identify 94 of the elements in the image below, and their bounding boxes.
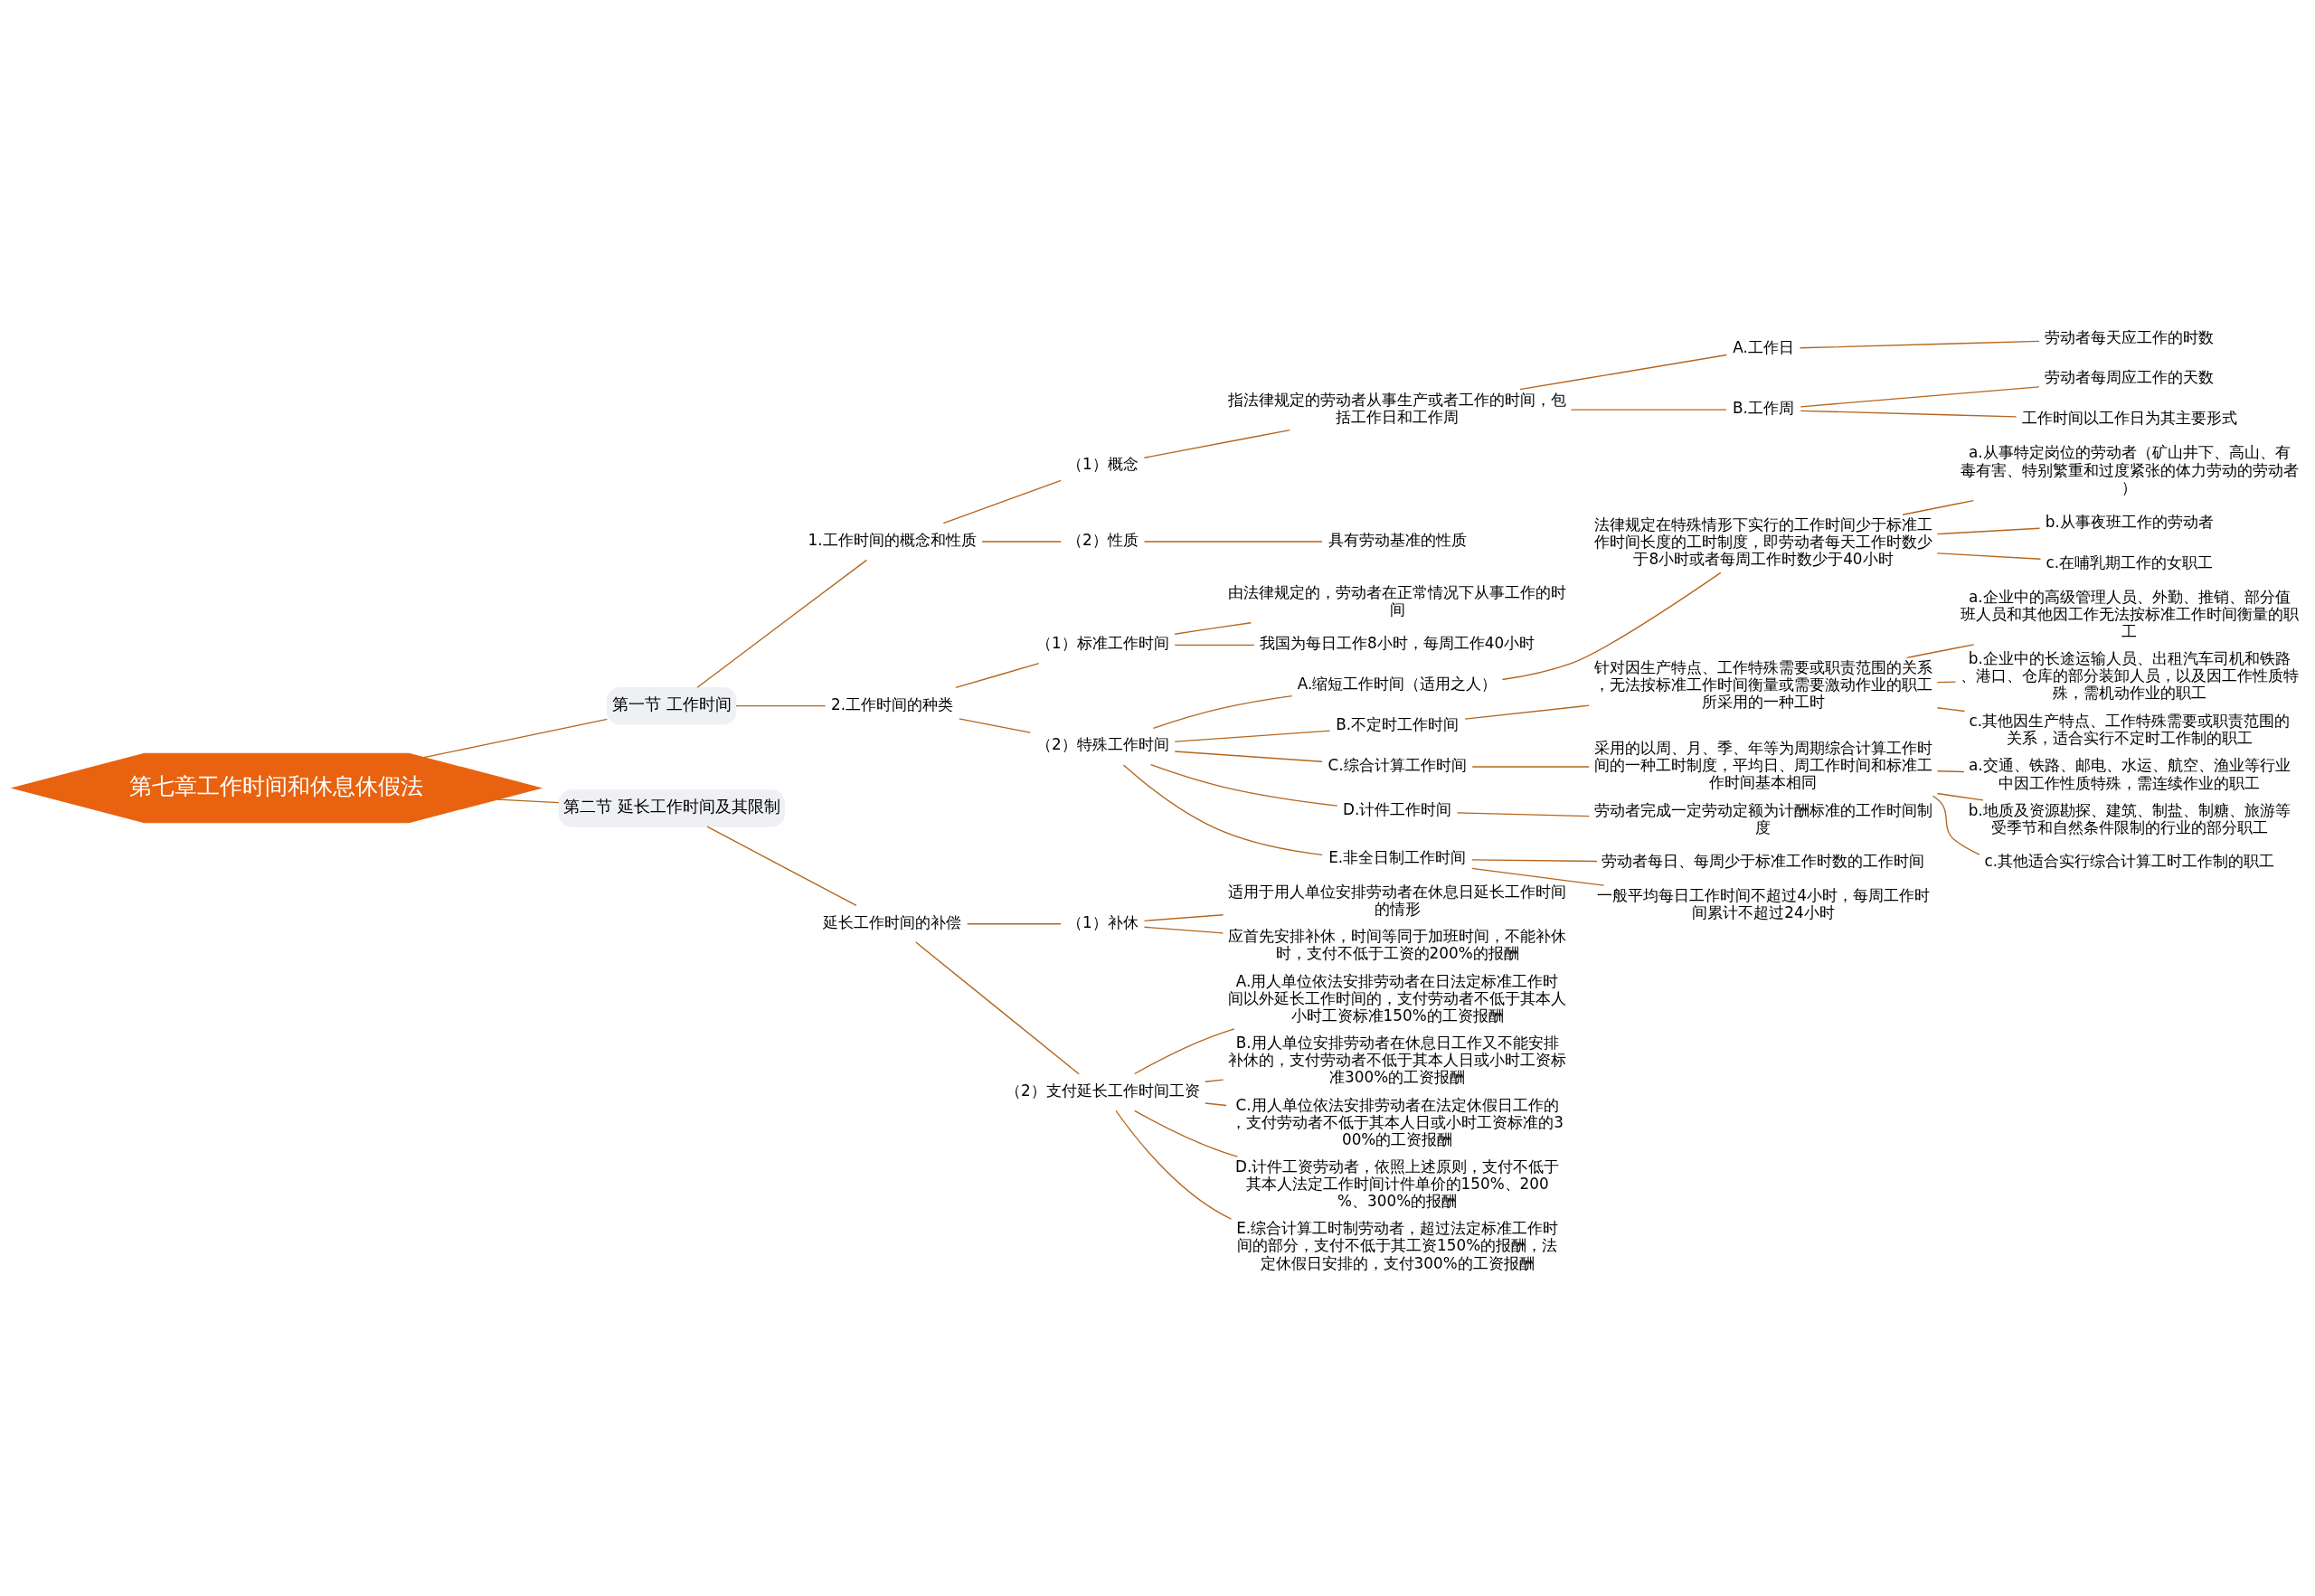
node-text: C.综合计算工作时间 [1328, 755, 1467, 774]
connector [1122, 763, 1323, 855]
node-text: 采用的以周、月、季、年等为周期综合计算工作时间的一种工时制度，平均日、周工作时间和标准工作时间基本相同 [1593, 738, 1932, 791]
connector [695, 559, 867, 688]
connector [496, 798, 560, 803]
node-text: 劳动者每日、每周少于标准工作时数的工作时间 [1602, 851, 1924, 870]
node-text: E.非全日制工作时间 [1328, 847, 1466, 866]
node-box: 第一节 工作时间 [606, 686, 736, 724]
node-text: 适用于用人单位安排劳动者在休息日延长工作时间的情形 [1227, 882, 1566, 918]
connector [1149, 763, 1337, 807]
connector [1901, 499, 1974, 515]
connector [1143, 926, 1224, 934]
node-text: c.其他适合实行综合计算工时工作制的职工 [1984, 851, 2274, 870]
connector [1470, 867, 1604, 886]
connector [1143, 913, 1224, 921]
node-text: b.从事夜班工作的劳动者 [2045, 512, 2214, 531]
connector [1133, 1027, 1235, 1074]
connector [1936, 770, 1965, 772]
connector [1501, 571, 1721, 680]
connector [705, 826, 857, 906]
connector [1114, 1110, 1232, 1220]
connector [1152, 694, 1292, 729]
node-text: 我国为每日工作8小时，每周工作40小时 [1259, 633, 1535, 652]
connector [1204, 1079, 1224, 1082]
connector [914, 940, 1080, 1074]
connector [1133, 1110, 1238, 1157]
connector [1143, 540, 1323, 543]
node-text: a.交通、铁路、邮电、水运、航空、渔业等行业中因工作性质特殊，需连续作业的职工 [1968, 755, 2291, 791]
node-text: 工作时间以工作日为其主要形式 [2021, 408, 2237, 427]
node-text: 劳动者完成一定劳动定额为计酬标准的工作时间制度 [1593, 800, 1932, 836]
connector [1463, 704, 1590, 720]
connector [958, 717, 1031, 733]
node-text: 法律规定在特殊情形下实行的工作时间少于标准工作时间长度的工时制度，即劳动者每天工作时数少于8小时或者每周工作时数少于40小时 [1593, 515, 1932, 568]
node-text: a.从事特定岗位的劳动者（矿山井下、高山、有毒有害、特别繁重和过度紧张的体力劳动的劳动者） [1960, 442, 2299, 496]
node-text: A.缩短工作时间（适用之人） [1297, 674, 1497, 693]
node-text: c.在哺乳期工作的女职工 [2046, 552, 2213, 571]
connector [980, 540, 1062, 543]
connector [1471, 765, 1590, 768]
connector [1936, 706, 1965, 712]
connector [1204, 1101, 1227, 1106]
connector [1174, 750, 1323, 762]
node-text: B.不定时工作时间 [1335, 714, 1459, 733]
node-box: 第二节 延长工作时间及其限制 [558, 789, 785, 827]
connector [422, 718, 608, 758]
node-text: B.工作周 [1732, 398, 1794, 417]
node-text: D.计件工作时间 [1342, 799, 1451, 818]
node-text: C.用人单位依法安排劳动者在法定休假日工作的，支付劳动者不低于其本人日或小时工资标准的300%的工资报酬 [1230, 1095, 1564, 1148]
node-text: （2）性质 [1066, 530, 1139, 549]
connector [1936, 680, 1956, 683]
connector [966, 922, 1062, 924]
node-text: 劳动者每周应工作的天数 [2044, 367, 2214, 386]
node-text: 应首先安排补休，时间等同于加班时间，不能补休时，支付不低于工资的200%的报酬 [1227, 926, 1566, 962]
connector [1905, 643, 1974, 658]
node-text: （2）特殊工作时间 [1035, 734, 1169, 753]
connector [1174, 644, 1255, 646]
node-text: A.工作日 [1732, 337, 1794, 356]
node-text: b.地质及资源勘探、建筑、制盐、制糖、旅游等受季节和自然条件限制的行业的部分职工 [1968, 800, 2291, 836]
node-text: D.计件工资劳动者，依照上述原则，支付不低于其本人法定工作时间计件单价的150%、200%、300%的报酬 [1234, 1157, 1559, 1210]
connector [1936, 552, 2041, 560]
connector [734, 704, 826, 706]
node-text: 具有劳动基准的性质 [1328, 530, 1467, 549]
connector [954, 662, 1039, 688]
connector [942, 479, 1062, 524]
connector [1570, 409, 1727, 411]
connector [1470, 858, 1598, 862]
node-text: 一般平均每日工作时间不超过4小时，每周工作时间累计不超过24小时 [1596, 885, 1930, 921]
node-text: 劳动者每天应工作的时数 [2044, 327, 2214, 346]
connector [1936, 527, 2040, 534]
node-text: a.企业中的高级管理人员、外勤、推销、部分值班人员和其他因工作无法按标准工作时间衡量的职工 [1960, 587, 2299, 640]
node-text: 延长工作时间的补偿 [822, 912, 961, 931]
connector [1518, 354, 1727, 390]
node-text: （1）补休 [1066, 912, 1139, 931]
node-text: 1.工作时间的概念和性质 [808, 530, 977, 549]
connector [1143, 429, 1290, 458]
node-text: 由法律规定的，劳动者在正常情况下从事工作的时间 [1227, 582, 1566, 619]
connector [1456, 811, 1590, 817]
node-text: （1）概念 [1066, 454, 1139, 473]
node-text: E.综合计算工时制劳动者，超过法定标准工作时间的部分，支付不低于其工资150%的报酬，法定休假日安排的，支付300%的工资报酬 [1235, 1218, 1558, 1272]
node-text: 2.工作时间的种类 [830, 694, 953, 713]
node-text: （2）支付延长工作时间工资 [1005, 1081, 1200, 1100]
connector [1174, 621, 1252, 635]
node-text: 针对因生产特点、工作特殊需要或职责范围的关系，无法按标准工作时间衡量或需要激动作业的职工所采用的一种工时 [1593, 657, 1932, 711]
node-text: c.其他因生产特点、工作特殊需要或职责范围的关系，适合实行不定时工作制的职工 [1969, 711, 2290, 747]
connector [1936, 792, 1984, 801]
node-text: （1）标准工作时间 [1035, 633, 1169, 652]
node-text: b.企业中的长途运输人员、出租汽车司机和铁路、港口、仓库的部分装卸人员，以及因工作性质特殊，需机动作业的职工 [1960, 648, 2299, 702]
connector [1174, 730, 1330, 742]
node-text: 指法律规定的劳动者从事生产或者工作的时间，包括工作日和工作周 [1227, 390, 1566, 426]
connector [1799, 340, 2040, 348]
node-text: A.用人单位依法安排劳动者在日法定标准工作时间以外延长工作时间的，支付劳动者不低于其本人小时工资标准150%的工资报酬 [1227, 971, 1566, 1025]
connector [1800, 385, 2040, 407]
connector [1932, 795, 1980, 855]
node-text: B.用人单位安排劳动者在休息日工作又不能安排补休的，支付劳动者不低于其本人日或小时工资标准300%的工资报酬 [1227, 1033, 1566, 1086]
connector [1800, 410, 2017, 418]
